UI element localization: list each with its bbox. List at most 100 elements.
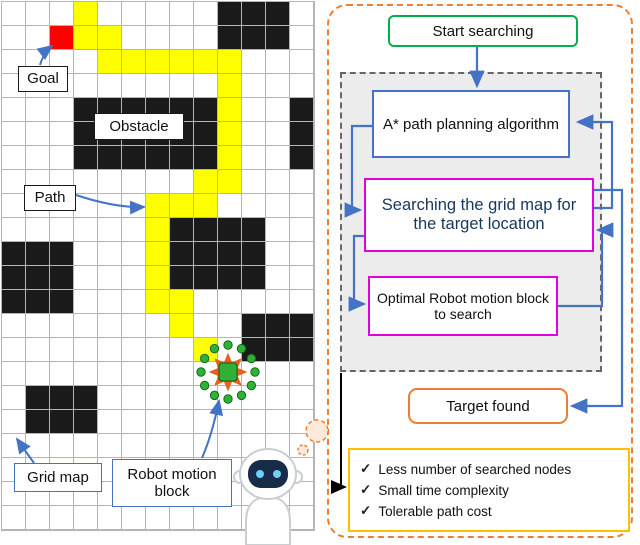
grid-cell [266,434,290,458]
grid-cell [194,506,218,530]
grid-cell [194,218,218,242]
grid-cell [290,434,314,458]
grid-cell [74,218,98,242]
grid-cell [26,338,50,362]
grid-cell [2,194,26,218]
grid-cell [194,314,218,338]
grid-cell [2,362,26,386]
grid-cell [50,506,74,530]
grid-cell [290,194,314,218]
grid-cell [146,74,170,98]
grid-cell [50,410,74,434]
grid-cell [194,146,218,170]
grid-cell [290,122,314,146]
grid-cell [266,146,290,170]
grid-cell [122,74,146,98]
grid-cell [218,122,242,146]
grid-cell [290,362,314,386]
grid-cell [290,98,314,122]
grid-cell [266,506,290,530]
grid-cell [290,458,314,482]
grid-cell [242,386,266,410]
grid-cell [98,338,122,362]
grid-cell [122,410,146,434]
grid-cell [266,98,290,122]
grid-cell [170,74,194,98]
grid-cell [194,362,218,386]
grid-cell [194,170,218,194]
grid-cell [74,506,98,530]
grid-cell [266,362,290,386]
grid-cell [290,242,314,266]
robot-motion-block-label: Robot motion block [112,459,232,507]
grid-cell [170,146,194,170]
grid-cell [242,2,266,26]
grid-cell [194,242,218,266]
grid-cell [218,2,242,26]
check-icon: ✓ [360,503,372,518]
checklist-item-text: Tolerable path cost [378,503,492,519]
grid-cell [122,362,146,386]
grid-cell [194,2,218,26]
grid-cell [266,314,290,338]
grid-cell [290,506,314,530]
grid-cell [98,434,122,458]
grid-cell [146,338,170,362]
grid-cell [266,410,290,434]
grid-cell [74,386,98,410]
grid-cell [170,410,194,434]
grid-cell [218,218,242,242]
grid-cell [290,266,314,290]
grid-cell [266,218,290,242]
grid-cell [242,242,266,266]
grid-cell [146,2,170,26]
grid-cell [74,434,98,458]
grid-cell [98,194,122,218]
grid-cell [74,362,98,386]
grid-cell [98,170,122,194]
grid-cell [170,2,194,26]
grid-cell [2,386,26,410]
grid-map-label: Grid map [14,463,102,492]
grid-cell [2,146,26,170]
target-node: Target found [408,388,568,424]
obstacle-label: Obstacle [94,113,184,140]
grid-cell [290,146,314,170]
grid-cell [266,242,290,266]
grid-cell [242,434,266,458]
grid-cell [74,50,98,74]
grid-cell [74,146,98,170]
grid-cell [122,170,146,194]
grid-cell [26,386,50,410]
astar-node: A* path planning algorithm [372,90,570,158]
grid-cell [2,2,26,26]
grid-cell [218,314,242,338]
grid-cell [26,506,50,530]
grid-cell [74,266,98,290]
checklist-item: ✓ Small time complexity [360,482,509,498]
grid-cell [146,386,170,410]
grid-cell [146,506,170,530]
grid-cell [170,386,194,410]
grid-cell [122,290,146,314]
grid-cell [218,362,242,386]
grid-cell [194,338,218,362]
grid-cell [26,146,50,170]
grid-cell [98,146,122,170]
grid-cell [218,410,242,434]
grid-cell [74,74,98,98]
grid-cell [50,362,74,386]
grid-cell [242,482,266,506]
grid-cell [170,194,194,218]
grid-cell [290,170,314,194]
grid-cell [266,338,290,362]
grid-cell [74,194,98,218]
grid-cell [170,242,194,266]
grid-cell [50,434,74,458]
grid-cell [50,314,74,338]
grid-cell [2,26,26,50]
grid-cell [146,50,170,74]
grid-cell [218,506,242,530]
grid-cell [122,338,146,362]
grid-cell [242,338,266,362]
